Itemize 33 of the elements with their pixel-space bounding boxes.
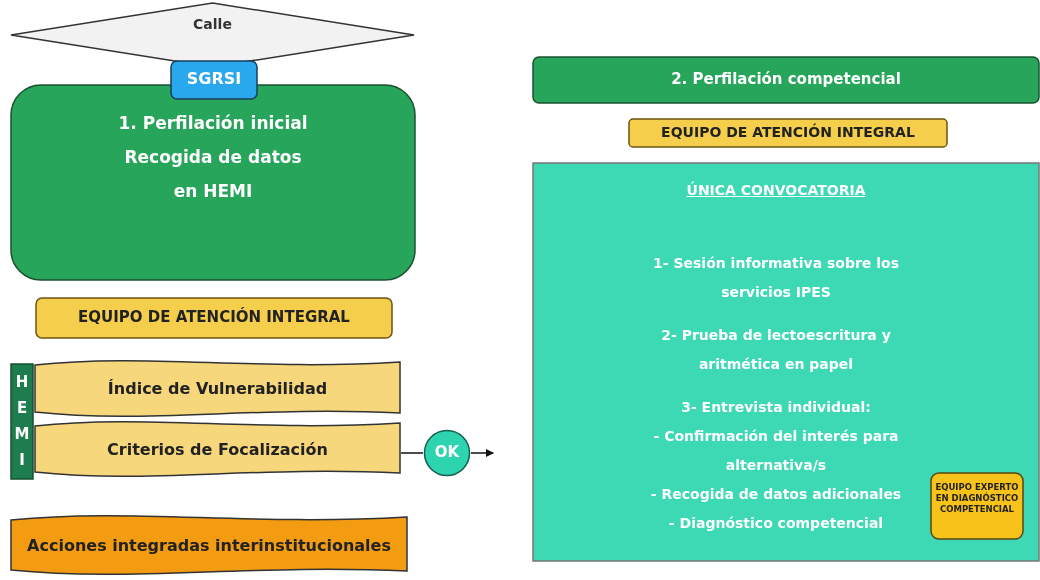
process-box [170,60,258,100]
box-text: 1. Perfilación inicial Recogida de datos en HEMI [117,112,309,203]
connector-line [400,452,424,454]
box-text: 3- Entrevista individual: [681,398,871,417]
box-text: Acciones integradas interinstitucionales [27,536,391,555]
team-box [35,297,393,339]
box-text: SGRSI [186,69,242,88]
box-text: EQUIPO DE ATENCIÓN INTEGRAL [661,124,915,140]
box-text: EQUIPO DE ATENCIÓN INTEGRAL [78,308,350,326]
team-box [930,472,1024,540]
process-box [532,162,1040,562]
box-text: - Diagnóstico competencial [668,514,884,533]
wavy-band [10,512,408,578]
box-text: 2. Perfilación competencial [671,70,901,88]
box-text: Criterios de Focalización [107,440,328,459]
process-box [532,56,1040,104]
process-box [10,84,416,281]
box-text: 1- Sesión informativa sobre los servicios IPES [652,254,900,302]
box-text: 2- Prueba de lectoescritura y aritmética en papel [660,326,892,374]
box-text: HEMI [14,372,30,471]
arrow [470,449,494,457]
box-text: EQUIPO EXPERTO EN DIAGNÓSTICO COMPETENCIAL [934,482,1020,515]
team-box [628,118,948,148]
wavy-band [34,357,401,420]
box-text: - Confirmación del interés para alternativa/s [652,427,900,475]
side-bar [10,363,34,480]
heading-text: ÚNICA CONVOCATORIA [686,180,866,200]
wavy-band [34,418,401,480]
box-text: Índice de Vulnerabilidad [107,379,328,398]
box-text: OK [434,443,460,461]
box-text: Calle [193,16,232,32]
status-circle [423,429,471,477]
box-text: - Recogida de datos adicionales [650,485,902,504]
